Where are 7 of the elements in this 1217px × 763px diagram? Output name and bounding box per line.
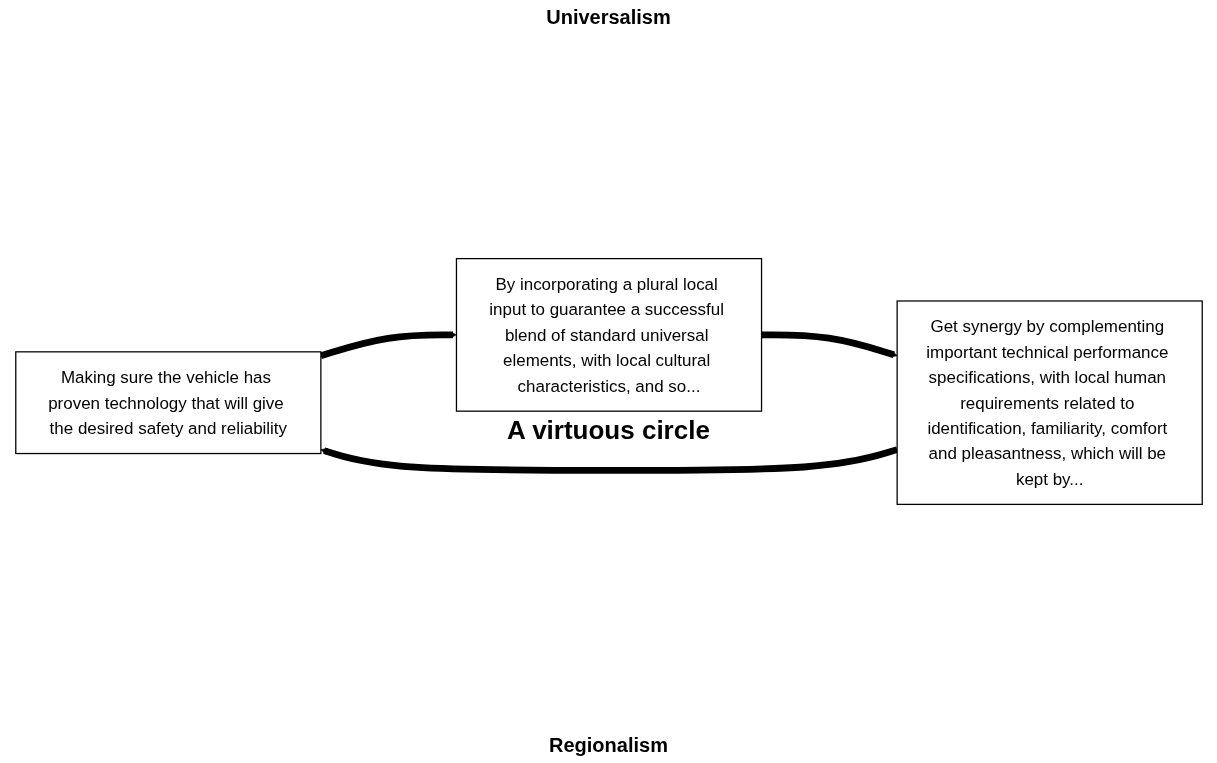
heading: Regionalism: [549, 734, 668, 757]
center-title: A virtuous circle: [507, 414, 710, 446]
node-box: Get synergy by complementing important technical performance specifications, with local human requirements related to identification, familiarity, comfort and pleasantness, which will be kept by...: [896, 300, 1203, 505]
arrow: [761, 331, 897, 358]
heading: Universalism: [546, 6, 671, 29]
node-box: Making sure the vehicle has proven technology that will give the desired safety and reliability: [14, 351, 321, 455]
node-box: By incorporating a plural local input to guarantee a successful blend of standard universal elements, with local cultural characteristics, and so...: [455, 258, 762, 412]
